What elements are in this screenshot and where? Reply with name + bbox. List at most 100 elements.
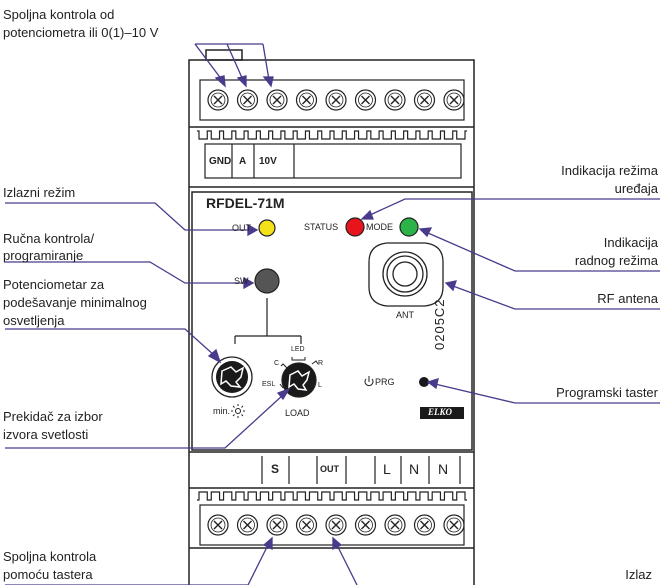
label-ext-btn-2: pomoću tastera xyxy=(3,567,93,582)
terminal-screw[interactable] xyxy=(413,89,436,111)
terminal-screw-inner xyxy=(210,92,226,108)
terminal-screw-inner xyxy=(417,517,432,533)
sw-button[interactable] xyxy=(254,268,280,294)
terminal-out: OUT xyxy=(320,464,339,474)
terminal-screw[interactable] xyxy=(384,514,406,536)
out-led xyxy=(258,219,276,237)
top-label-strip xyxy=(204,143,462,179)
screw-slot xyxy=(390,95,400,105)
terminal-screw-inner xyxy=(328,517,344,533)
terminal-n1: N xyxy=(409,461,420,477)
terminal-screw-inner xyxy=(446,517,462,533)
terminal-screw[interactable] xyxy=(295,514,318,536)
label-manual-2: programiranje xyxy=(3,248,84,263)
load-pos-r: R xyxy=(318,360,324,367)
terminal-screw[interactable] xyxy=(413,514,436,536)
screw-slot xyxy=(302,95,311,105)
bottom-screws xyxy=(207,514,465,536)
terminal-screw-inner xyxy=(240,517,255,533)
terminal-screw[interactable] xyxy=(325,514,347,536)
terminal-screw[interactable] xyxy=(236,89,259,111)
status-label: STATUS xyxy=(304,222,339,232)
brand-logo xyxy=(420,407,464,419)
bracket xyxy=(234,298,302,344)
label-pot-min-3: osvetljenja xyxy=(3,313,65,328)
terminal-screw-inner xyxy=(328,92,344,108)
load-pos-c: C xyxy=(274,360,280,367)
terminal-n2: N xyxy=(438,461,449,477)
screw-slot xyxy=(449,95,459,105)
label-manual-1: Ručna kontrola/ xyxy=(3,231,95,246)
label-pot-min-2: podešavanje minimalnog xyxy=(3,295,147,310)
bottom-teeth xyxy=(197,491,467,501)
terminal-screw-inner xyxy=(387,92,403,108)
out-led-label: OUT xyxy=(232,223,251,233)
mode-label: MODE xyxy=(366,222,393,232)
sw-label: SW xyxy=(234,276,249,286)
prg-button[interactable] xyxy=(419,377,429,387)
top-screws xyxy=(207,89,465,111)
terminal-screw[interactable] xyxy=(384,89,406,111)
label-device-mode-2: uređaja xyxy=(614,181,658,196)
terminal-screw[interactable] xyxy=(236,514,259,536)
screw-slot xyxy=(331,95,341,105)
terminal-screw[interactable] xyxy=(266,514,288,536)
load-selector[interactable] xyxy=(281,362,317,398)
brightness-icon xyxy=(231,404,245,418)
terminal-screw-inner xyxy=(446,92,462,108)
terminal-screw-inner xyxy=(299,517,314,533)
screw-slot xyxy=(243,95,252,105)
label-rf-antenna: RF antena xyxy=(597,291,658,306)
terminal-screw-inner xyxy=(358,92,373,108)
min-label: min. xyxy=(213,406,231,416)
top-teeth xyxy=(197,130,467,140)
terminal-screw[interactable] xyxy=(443,514,465,536)
min-potentiometer[interactable] xyxy=(211,356,253,398)
terminal-screw-inner xyxy=(387,517,403,533)
screw-slot xyxy=(361,95,370,105)
label-ext-pot-2: potenciometra ili 0(1)–10 V xyxy=(3,25,159,40)
label-output: Izlaz xyxy=(625,567,652,582)
load-label: LOAD xyxy=(285,408,310,418)
power-icon xyxy=(364,376,374,387)
terminal-s: S xyxy=(271,462,280,476)
label-switch-src-1: Prekidač za izbor xyxy=(3,409,103,424)
terminal-screw-inner xyxy=(269,92,285,108)
screw-slot xyxy=(420,520,429,530)
screw-slot xyxy=(390,520,400,530)
label-work-mode-2: radnog režima xyxy=(574,253,658,268)
screw-slot xyxy=(420,95,429,105)
label-ext-btn-1: Spoljna kontrola xyxy=(3,549,97,564)
terminal-screw[interactable] xyxy=(266,89,288,111)
label-ext-pot-1: Spoljna kontrola od xyxy=(3,7,115,22)
terminal-screw[interactable] xyxy=(295,89,318,111)
label-device-mode-1: Indikacija režima xyxy=(561,163,658,178)
screw-slot xyxy=(449,520,459,530)
terminal-screw[interactable] xyxy=(207,514,229,536)
label-pot-min-1: Potenciometar za xyxy=(3,277,105,292)
screw-slot xyxy=(302,520,311,530)
label-switch-src-2: izvora svetlosti xyxy=(3,427,89,442)
terminal-screw[interactable] xyxy=(354,514,377,536)
screw-slot xyxy=(243,520,252,530)
screw-slot xyxy=(361,520,370,530)
screw-slot xyxy=(272,520,282,530)
screw-slot xyxy=(213,520,223,530)
terminal-screw[interactable] xyxy=(325,89,347,111)
terminal-screw[interactable] xyxy=(443,89,465,111)
terminal-screw[interactable] xyxy=(354,89,377,111)
screw-slot xyxy=(272,95,282,105)
label-work-mode-1: Indikacija xyxy=(603,235,658,250)
load-pos-led: LED xyxy=(291,346,305,353)
device-housing xyxy=(188,49,475,585)
terminal-screw-inner xyxy=(240,92,255,108)
terminal-screw[interactable] xyxy=(207,89,229,111)
status-led xyxy=(345,217,365,237)
pointers xyxy=(5,43,660,585)
comb-teeth xyxy=(197,130,467,140)
terminal-10v: 10V xyxy=(259,156,277,167)
terminal-screw-inner xyxy=(210,517,226,533)
screw-slot xyxy=(331,520,341,530)
terminal-a: A xyxy=(239,156,247,167)
prg-label: PRG xyxy=(375,377,395,387)
